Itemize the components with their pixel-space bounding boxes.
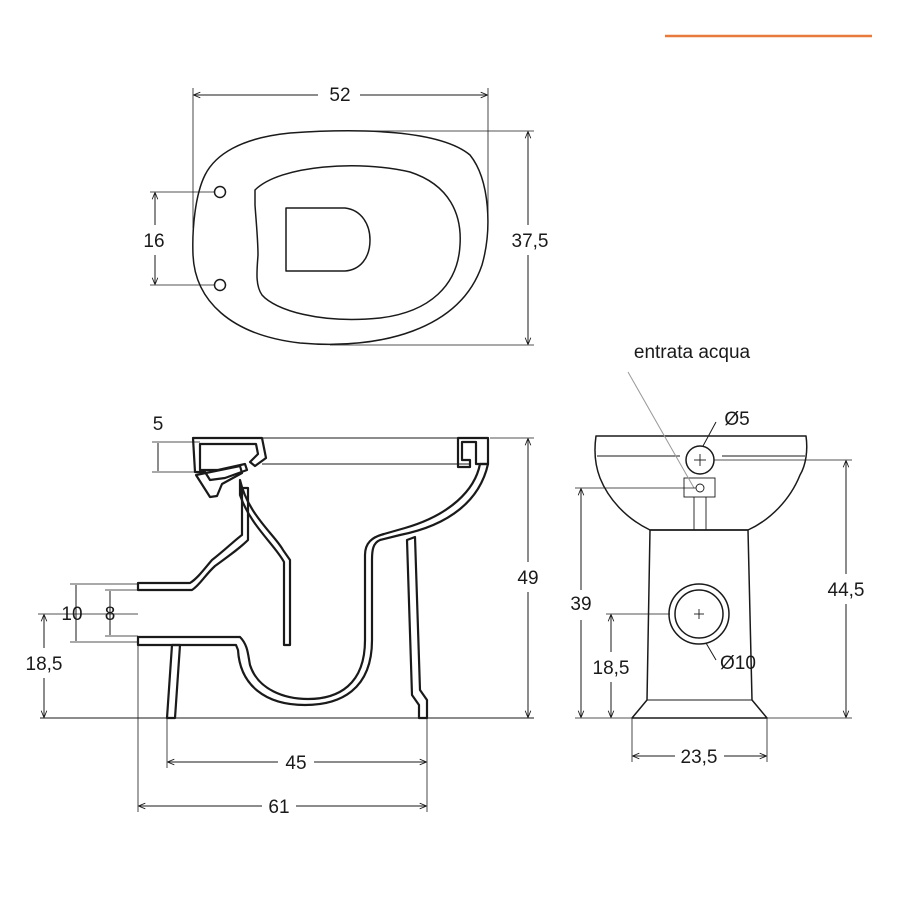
top-view: 52 37,5 16	[143, 85, 549, 346]
side-view: 5 49 10 8 18,5 45 61	[26, 414, 539, 818]
top-width-label: 52	[329, 85, 350, 106]
base-length-label: 45	[285, 753, 306, 774]
front-pedestal	[631, 529, 768, 719]
rim-height-label: 5	[153, 414, 164, 435]
total-length-label: 61	[268, 797, 289, 818]
drain-diameter-label: Ø10	[720, 653, 756, 674]
side-trap-inner	[238, 478, 292, 647]
top-view-water-well	[285, 207, 371, 272]
top-view-inner-bowl	[254, 165, 461, 321]
side-front-leg	[165, 643, 182, 720]
water-inlet-label: entrata acqua	[634, 342, 751, 363]
side-outlet-top	[136, 486, 250, 592]
top-view-outer-outline	[192, 130, 489, 346]
front-bowl	[594, 435, 808, 531]
bottom-hinge-hole	[213, 278, 227, 292]
drain-inner-circle	[674, 589, 724, 639]
inlet-diameter-label: Ø5	[724, 409, 749, 430]
drain-height-label: 18,5	[593, 658, 630, 679]
base-width-label: 23,5	[681, 747, 718, 768]
side-height-label: 49	[517, 568, 538, 589]
side-bowl-outer	[136, 462, 490, 707]
hole-spacing-label: 16	[143, 231, 164, 252]
side-rim-left	[191, 436, 268, 482]
front-height-label: 44,5	[828, 580, 865, 601]
outlet-diameter-label: 10	[61, 604, 82, 625]
top-hinge-hole	[213, 185, 227, 199]
front-view: entrata acqua Ø5 Ø10 39 18,5 44,5 23,5	[570, 342, 864, 768]
inlet-height-label: 39	[570, 594, 591, 615]
side-rear-leg	[405, 535, 429, 720]
outlet-height-label: 18,5	[26, 654, 63, 675]
outlet-inner-label: 8	[105, 604, 116, 625]
top-depth-label: 37,5	[512, 231, 549, 252]
side-rim-right	[456, 436, 490, 469]
side-rim-lower	[194, 464, 244, 499]
